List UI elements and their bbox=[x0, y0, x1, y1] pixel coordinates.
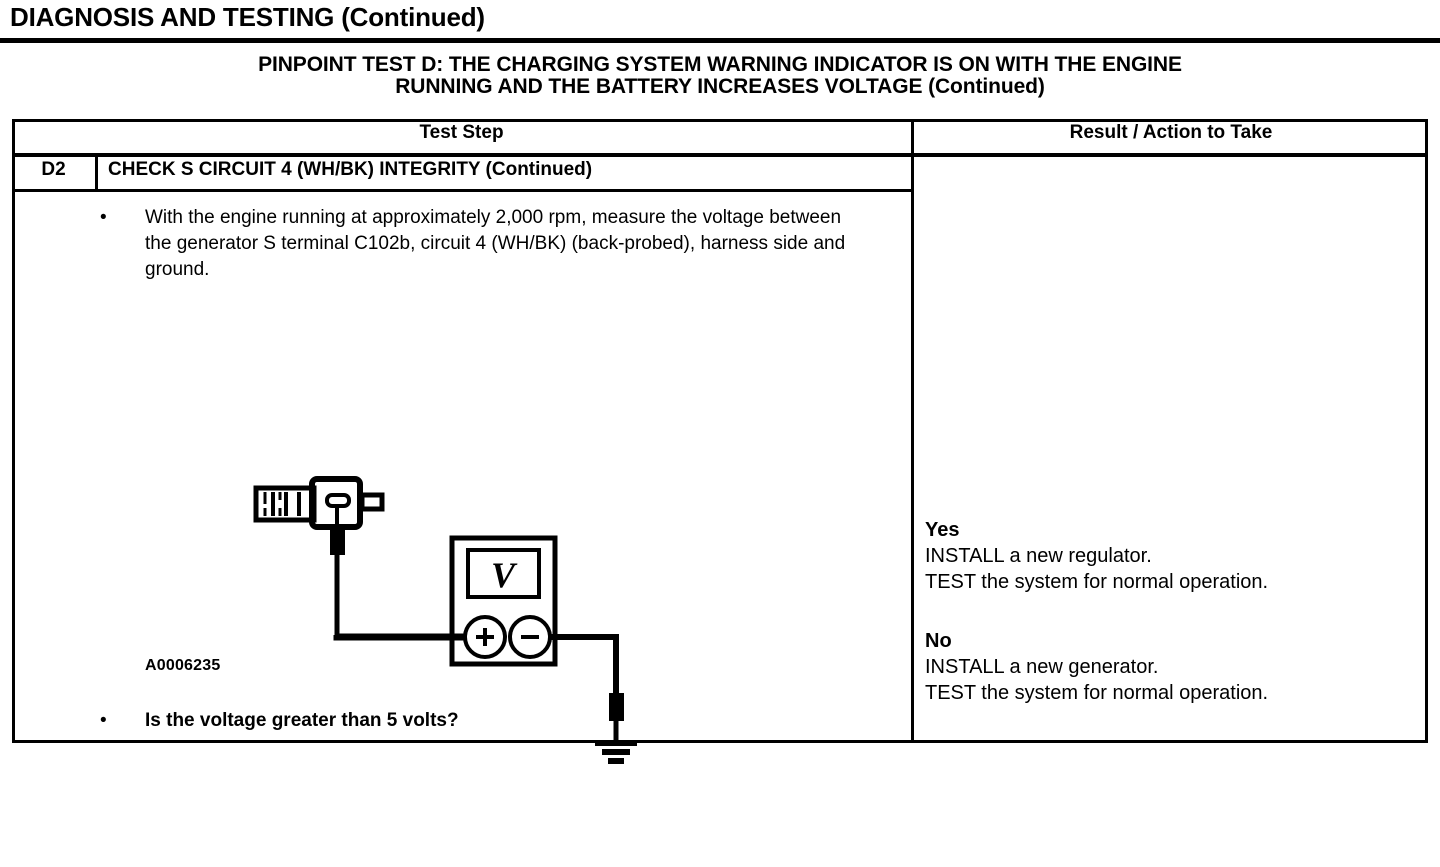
ground-symbol-icon bbox=[595, 740, 637, 764]
step-row-rule bbox=[12, 189, 911, 192]
step-question-text: Is the voltage greater than 5 volts? bbox=[145, 710, 459, 731]
table-outer-border bbox=[12, 119, 1428, 743]
result-yes-line-1: INSTALL a new regulator. bbox=[925, 545, 1152, 567]
result-branch-no: No INSTALL a new generator. TEST the sys… bbox=[925, 628, 1425, 706]
step-id-cell-divider bbox=[95, 157, 98, 190]
subtitle-line-1: PINPOINT TEST D: THE CHARGING SYSTEM WAR… bbox=[258, 53, 1182, 76]
figure-id-label: A0006235 bbox=[145, 657, 221, 674]
step-question: • Is the voltage greater than 5 volts? bbox=[100, 709, 860, 734]
step-id: D2 bbox=[41, 159, 66, 180]
table-header-rule bbox=[12, 153, 1428, 157]
result-no-line-2: TEST the system for normal operation. bbox=[925, 682, 1269, 704]
step-instruction-text: With the engine running at approximately… bbox=[145, 207, 846, 281]
table-column-divider bbox=[911, 119, 914, 743]
bullet-marker-icon: • bbox=[100, 207, 107, 228]
question-bullet-marker-icon: • bbox=[100, 710, 107, 731]
result-label-no: No bbox=[925, 630, 952, 652]
pinpoint-test-table: Test Step Result / Action to Take D2 CHE… bbox=[12, 119, 1428, 764]
step-title: CHECK S CIRCUIT 4 (WH/BK) INTEGRITY (Con… bbox=[108, 159, 593, 180]
pinpoint-test-subtitle: PINPOINT TEST D: THE CHARGING SYSTEM WAR… bbox=[0, 54, 1440, 97]
column-header-test-step: Test Step bbox=[419, 122, 504, 143]
result-yes-line-2: TEST the system for normal operation. bbox=[925, 571, 1269, 593]
title-divider bbox=[0, 38, 1440, 43]
result-no-line-1: INSTALL a new generator. bbox=[925, 656, 1159, 678]
subtitle-line-2: RUNNING AND THE BATTERY INCREASES VOLTAG… bbox=[395, 74, 1045, 98]
page-title: DIAGNOSIS AND TESTING (Continued) bbox=[10, 2, 485, 32]
result-label-yes: Yes bbox=[925, 519, 960, 541]
step-instruction: • With the engine running at approximate… bbox=[100, 205, 860, 283]
result-branch-yes: Yes INSTALL a new regulator. TEST the sy… bbox=[925, 517, 1425, 595]
column-header-result-action: Result / Action to Take bbox=[1069, 122, 1273, 143]
